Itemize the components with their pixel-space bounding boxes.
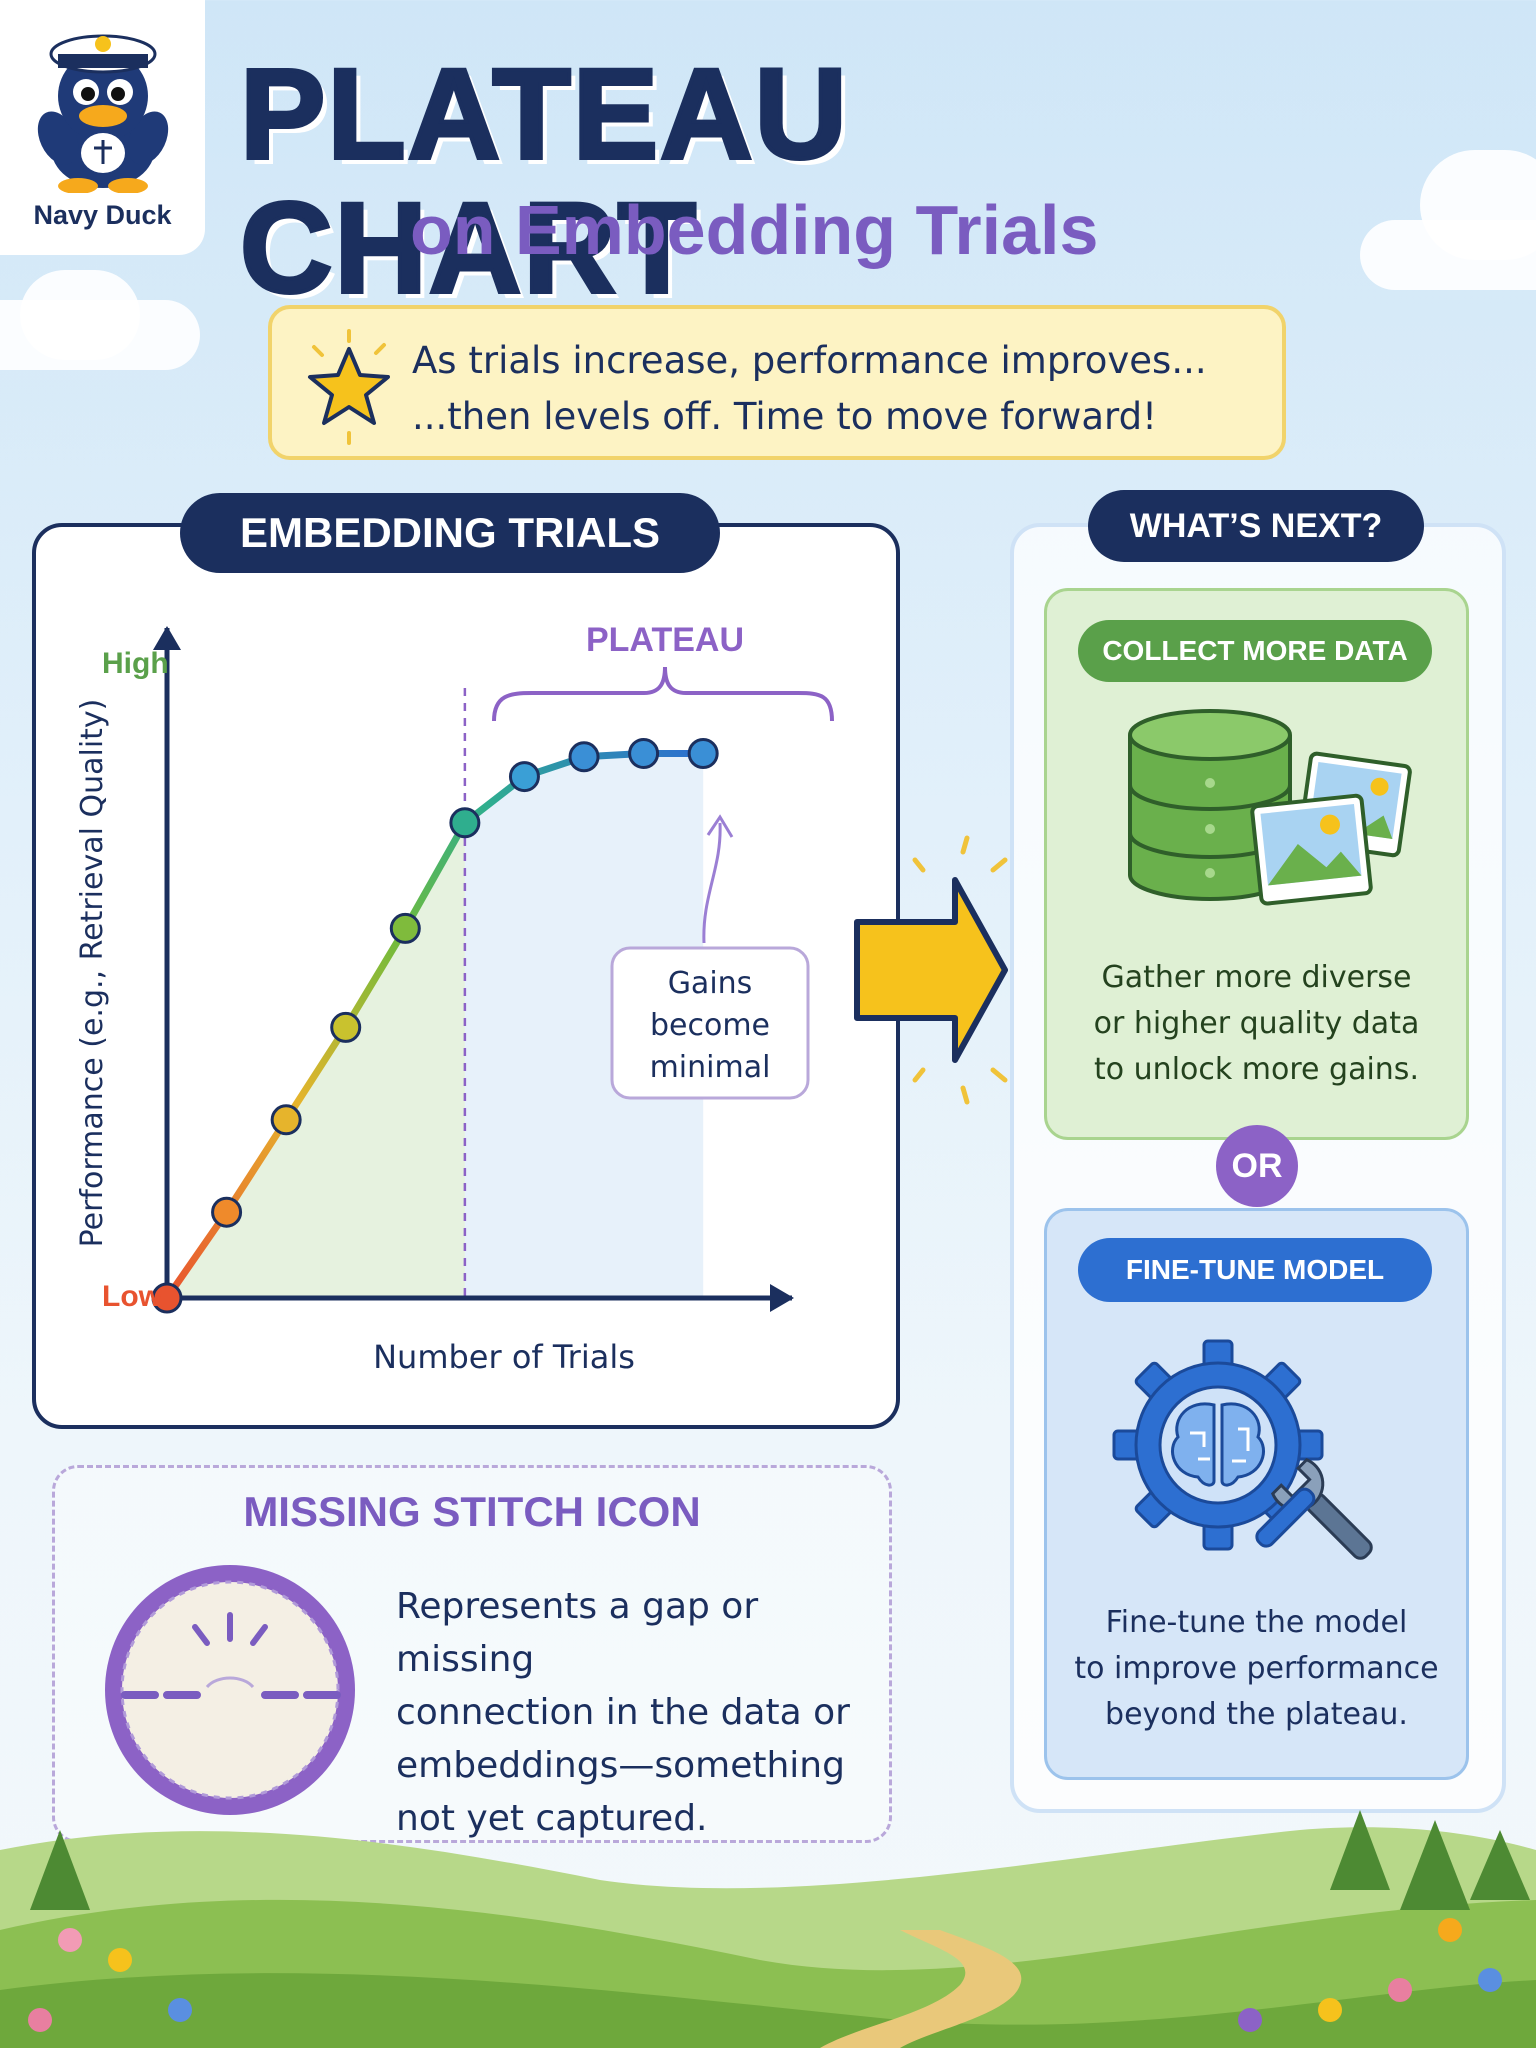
tune-line-2: to improve performance <box>1074 1651 1439 1686</box>
y-tick-high: High <box>102 647 169 680</box>
stitch-line-4: not yet captured. <box>396 1798 708 1839</box>
page-title: PLATEAU CHART <box>238 43 849 321</box>
growth-area <box>167 822 465 1298</box>
data-point <box>687 738 719 769</box>
data-point <box>568 741 600 773</box>
collect-data-label: COLLECT MORE DATA <box>1078 620 1432 682</box>
or-separator: OR <box>1216 1125 1298 1207</box>
landscape-illustration <box>0 1810 1536 2048</box>
missing-stitch-heading: MISSING STITCH ICON <box>243 1488 701 1535</box>
fine-tune-label: FINE-TUNE MODEL <box>1078 1238 1432 1302</box>
callout-line-1: As trials increase, performance improves… <box>412 339 1207 382</box>
fine-tune-description: Fine-tune the model to improve performan… <box>1044 1600 1469 1738</box>
cloud <box>20 270 140 360</box>
plot-area <box>151 626 794 1314</box>
x-axis-label: Number of Trials <box>373 1338 635 1376</box>
database-with-images-icon <box>1128 709 1412 906</box>
data-point <box>151 1282 183 1314</box>
callout-line-2: ...then levels off. Time to move forward… <box>412 395 1157 438</box>
plateau-chart: High Low Performance (e.g., Retrieval Qu… <box>75 621 834 1376</box>
data-point <box>211 1196 243 1228</box>
chart-heading: EMBEDDING TRIALS <box>180 493 720 573</box>
missing-stitch-icon <box>105 1565 355 1815</box>
data-point <box>389 912 421 944</box>
brain-gear-wrench-icon <box>1112 1339 1373 1560</box>
series-line <box>163 750 707 1302</box>
cloud <box>1420 150 1536 260</box>
missing-stitch-description: Represents a gap or missing connection i… <box>396 1580 876 1845</box>
tune-line-1: Fine-tune the model <box>1105 1605 1408 1640</box>
x-axis-arrowhead <box>770 1284 794 1312</box>
callout-text: As trials increase, performance improves… <box>412 333 1207 445</box>
annotation-box <box>610 946 810 1100</box>
duck-mascot-icon <box>37 34 169 193</box>
data-point <box>330 1011 362 1043</box>
stitch-line-1: Represents a gap or missing <box>396 1586 759 1680</box>
star-icon <box>308 329 390 445</box>
tune-line-3: beyond the plateau. <box>1105 1697 1408 1732</box>
plateau-label: PLATEAU <box>586 621 744 659</box>
intro-callout: As trials increase, performance improves… <box>268 305 1286 460</box>
annotation-line-2: become <box>650 1008 770 1043</box>
flowers-decoration <box>28 1918 1502 2032</box>
data-point <box>628 738 660 769</box>
plateau-area <box>464 753 704 1298</box>
next-steps-heading: WHAT’S NEXT? <box>1088 490 1424 562</box>
stitch-line-3: embeddings—something <box>396 1745 845 1786</box>
arrow-right-icon <box>854 835 1008 1105</box>
page-subtitle: on Embedding Trials <box>410 191 1099 269</box>
annotation-arrowhead <box>706 814 734 838</box>
plateau-brace <box>492 666 834 722</box>
data-point <box>508 761 540 793</box>
collect-line-3: to unlock more gains. <box>1094 1052 1419 1087</box>
collect-line-2: or higher quality data <box>1093 1006 1420 1041</box>
collect-data-description: Gather more diverse or higher quality da… <box>1044 955 1469 1093</box>
data-point <box>449 807 481 839</box>
y-axis-arrowhead <box>153 626 181 650</box>
brand-name: Navy Duck <box>33 200 172 230</box>
data-point <box>270 1104 302 1136</box>
stitch-line-2: connection in the data or <box>396 1692 850 1733</box>
brand-logo: Navy Duck <box>0 0 205 255</box>
y-tick-low: Low <box>102 1280 163 1313</box>
fine-tune-card <box>1044 1208 1469 1780</box>
annotation-line-1: Gains <box>668 966 753 1001</box>
y-axis-label: Performance (e.g., Retrieval Quality) <box>75 699 110 1248</box>
collect-line-1: Gather more diverse <box>1101 960 1412 995</box>
annotation-arrow <box>702 822 722 944</box>
annotation-line-3: minimal <box>650 1050 771 1085</box>
